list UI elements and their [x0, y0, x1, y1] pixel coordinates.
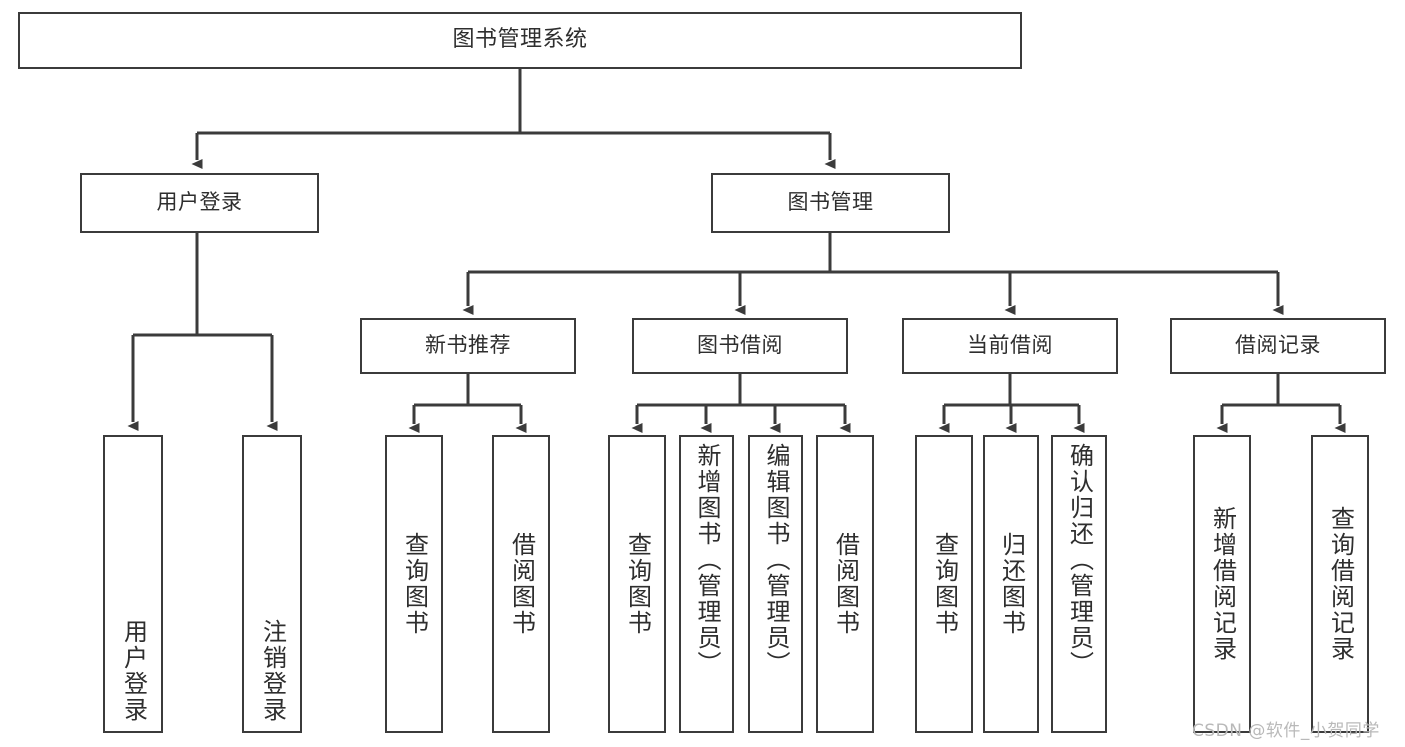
node-label: 借阅记录 [1235, 333, 1321, 358]
leaf-label: 借阅图书 [507, 532, 536, 636]
leaf-label: 注销登录 [258, 619, 287, 723]
leaf-user-login[interactable]: 用户登录 [103, 435, 163, 733]
node-label: 图书管理 [787, 190, 874, 215]
node-label: 新书推荐 [425, 333, 511, 358]
node-current-borrow[interactable]: 当前借阅 [902, 318, 1118, 374]
leaf-query-book-borrow[interactable]: 查询图书 [608, 435, 666, 733]
leaf-return-book[interactable]: 归还图书 [983, 435, 1039, 733]
leaf-label: 查询图书 [930, 532, 959, 636]
leaf-borrow-book-new[interactable]: 借阅图书 [492, 435, 550, 733]
node-new-book-recommend[interactable]: 新书推荐 [360, 318, 576, 374]
leaf-add-book-admin[interactable]: 新增图书（管理员） [679, 435, 734, 733]
node-book-management[interactable]: 图书管理 [711, 173, 950, 233]
node-user-login[interactable]: 用户登录 [80, 173, 319, 233]
node-label: 图书管理系统 [452, 27, 588, 53]
leaf-label: 借阅图书 [831, 532, 860, 636]
leaf-label: 用户登录 [119, 619, 148, 723]
leaf-label: 查询图书 [623, 532, 652, 636]
watermark-text: CSDN @软件_小贺同学 [1192, 721, 1380, 741]
leaf-confirm-return-admin[interactable]: 确认归还（管理员） [1051, 435, 1107, 733]
node-label: 当前借阅 [967, 333, 1053, 358]
leaf-query-borrow-record[interactable]: 查询借阅记录 [1311, 435, 1369, 733]
leaf-label: 归还图书 [997, 532, 1026, 636]
leaf-label: 确认归还（管理员） [1065, 443, 1094, 677]
leaf-label: 查询图书 [400, 532, 429, 636]
leaf-label: 新增图书（管理员） [692, 443, 721, 677]
node-label: 用户登录 [156, 190, 243, 215]
leaf-borrow-book-borrow[interactable]: 借阅图书 [816, 435, 874, 733]
leaf-label: 新增借阅记录 [1208, 506, 1237, 662]
node-book-borrow[interactable]: 图书借阅 [632, 318, 848, 374]
leaf-label: 查询借阅记录 [1326, 506, 1355, 662]
leaf-query-book-new[interactable]: 查询图书 [385, 435, 443, 733]
leaf-edit-book-admin[interactable]: 编辑图书（管理员） [748, 435, 803, 733]
node-borrow-record[interactable]: 借阅记录 [1170, 318, 1386, 374]
node-root-system[interactable]: 图书管理系统 [18, 12, 1022, 69]
leaf-add-borrow-record[interactable]: 新增借阅记录 [1193, 435, 1251, 733]
leaf-user-logout[interactable]: 注销登录 [242, 435, 302, 733]
leaf-query-book-current[interactable]: 查询图书 [915, 435, 973, 733]
node-label: 图书借阅 [697, 333, 783, 358]
leaf-label: 编辑图书（管理员） [761, 443, 790, 677]
